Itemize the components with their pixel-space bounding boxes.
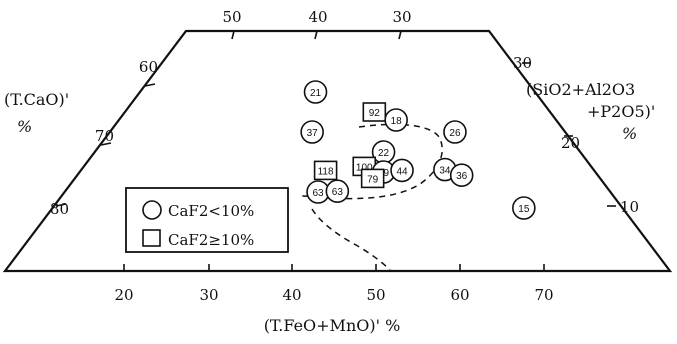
point-label: 44 (396, 166, 408, 177)
bottom-tick-label: 40 (282, 286, 301, 304)
data-point-36: 36 (449, 163, 474, 187)
bottom-tick-label: 70 (534, 286, 553, 304)
right-tick-label: 20 (561, 134, 580, 152)
point-label: 63 (312, 188, 324, 199)
left-tick-label: 70 (95, 127, 114, 145)
bottom-tick-label: 30 (199, 286, 218, 304)
data-point-15: 15 (512, 196, 536, 220)
point-label: 22 (378, 148, 390, 159)
tick-marks (55, 30, 616, 271)
legend-box (125, 187, 289, 253)
data-point-79: 79 (360, 168, 385, 189)
data-point-26: 26 (443, 120, 467, 144)
right-tick-label: 10 (620, 198, 639, 216)
bottom-tick-label: 50 (366, 286, 385, 304)
data-point-63: 63 (306, 180, 330, 204)
square-marker (313, 160, 338, 181)
data-point-37: 37 (300, 120, 324, 144)
circle-marker (384, 108, 408, 132)
circle-marker (300, 120, 324, 144)
legend: CaF2<10% CaF2≥10% (125, 187, 289, 253)
point-label: 36 (456, 171, 468, 182)
left-tick-label: 60 (139, 58, 158, 76)
circle-marker (512, 196, 536, 220)
trapezoid-frame (2, 29, 673, 273)
right-axis-label-2: +P2O5)' (587, 102, 655, 121)
left-axis-unit: % (17, 117, 32, 136)
dashed-boundary-outer (311, 208, 391, 271)
legend-label-square: CaF2≥10% (168, 231, 254, 249)
circle-marker (303, 80, 328, 104)
bottom-axis-label: (T.FeO+MnO)' % (264, 316, 401, 335)
point-label: 15 (518, 204, 530, 215)
point-label: 100 (356, 162, 373, 173)
dashed-boundary-inner (301, 123, 443, 200)
right-axis-label: (SiO2+Al2O3 (526, 80, 635, 99)
point-label: 79 (367, 174, 379, 185)
left-axis-label: (T.CaO)' (4, 90, 69, 109)
legend-label-circle: CaF2<10% (168, 202, 254, 220)
circle-marker (325, 179, 350, 203)
point-label: 118 (318, 166, 334, 177)
data-point-21: 21 (303, 80, 328, 104)
legend-circle-marker (142, 200, 162, 220)
circle-marker (443, 120, 467, 144)
data-point-18: 18 (384, 108, 408, 132)
bottom-tick-label: 60 (450, 286, 469, 304)
point-label: 34 (439, 166, 451, 177)
data-points: 2137921826221005944118793436636315 (300, 80, 536, 220)
top-tick-label: 50 (222, 8, 241, 26)
point-label: 92 (369, 108, 381, 119)
right-tick-label: 30 (513, 54, 532, 72)
point-label: 63 (332, 187, 344, 198)
top-tick-label: 40 (308, 8, 327, 26)
point-label: 37 (307, 128, 319, 139)
right-axis-unit: % (622, 124, 637, 143)
point-label: 21 (310, 88, 322, 99)
data-point-63: 63 (325, 179, 350, 203)
square-marker (360, 168, 385, 189)
point-label: 18 (391, 116, 403, 127)
data-point-92: 92 (362, 102, 387, 122)
circle-marker (449, 163, 474, 187)
point-label: 26 (449, 128, 461, 139)
top-tick-label: 30 (392, 8, 411, 26)
left-tick-label: 80 (50, 200, 69, 218)
square-marker (362, 102, 387, 122)
bottom-tick-label: 20 (114, 286, 133, 304)
legend-square-marker (142, 229, 161, 247)
data-point-44: 44 (390, 158, 414, 183)
circle-marker (390, 158, 414, 183)
data-point-118: 118 (313, 160, 338, 181)
